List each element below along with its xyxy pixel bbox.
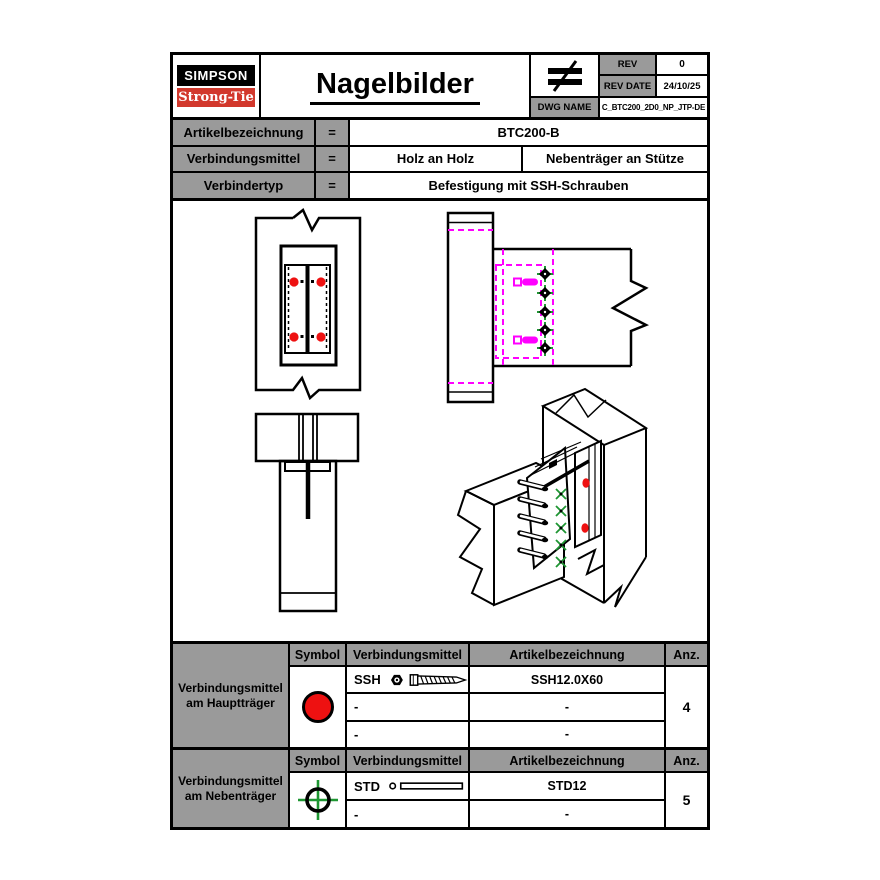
header-symbol: Symbol	[290, 750, 345, 771]
fastener-code: -	[354, 726, 359, 742]
drawing-isometric-view	[456, 387, 649, 608]
red-circle-symbol-icon	[301, 691, 334, 723]
fastener-code-cell: STD	[347, 773, 468, 799]
header-anzahl: Anz.	[666, 750, 707, 771]
secondary-quantity: 5	[666, 773, 707, 827]
main-fastener-symbol-cell	[290, 667, 345, 747]
secondary-table-row-label: Verbindungsmittel am Nebenträger	[173, 750, 288, 827]
page-title: Nagelbilder	[310, 68, 480, 105]
drawing-area	[173, 201, 707, 641]
not-equal-icon	[531, 55, 598, 96]
main-beam-fastener-table: Verbindungsmittel am Hauptträger Symbol …	[173, 644, 707, 747]
dwg-name-value: C_BTC200_2D0_NP_JTP-DE	[600, 98, 707, 117]
header-anzahl: Anz.	[666, 644, 707, 665]
fastener-code: SSH	[354, 672, 381, 688]
crosshair-symbol-icon	[297, 780, 338, 820]
main-quantity: 4	[666, 667, 707, 747]
article-cell: -	[470, 801, 664, 827]
header-artikelbezeichnung: Artikelbezeichnung	[470, 750, 664, 771]
rev-value: 0	[657, 55, 707, 74]
info-table: Artikelbezeichnung = BTC200-B Verbindung…	[173, 120, 707, 198]
header-artikelbezeichnung: Artikelbezeichnung	[470, 644, 664, 665]
fastener-code-cell: -	[347, 721, 468, 747]
equals-sign: =	[316, 146, 348, 172]
ssh-screw-icon	[390, 673, 468, 686]
fastener-code: -	[354, 699, 359, 715]
equals-sign: =	[316, 173, 348, 198]
info-value-befestigung: Befestigung mit SSH-Schrauben	[350, 173, 707, 198]
info-label-verbindungsmittel: Verbindungsmittel	[173, 146, 314, 172]
logo-strongtie: Strong-Tie	[177, 88, 255, 107]
drawing-side-view	[446, 211, 650, 404]
title-cell: Nagelbilder	[261, 55, 529, 117]
article-cell: -	[470, 694, 664, 720]
header-symbol: Symbol	[290, 644, 345, 665]
std-dowel-icon	[389, 782, 464, 790]
fastener-code-cell: SSH	[347, 667, 468, 693]
rev-date-label: REV DATE	[600, 76, 655, 96]
equals-sign: =	[316, 120, 348, 145]
info-value-holz-an-holz: Holz an Holz	[350, 146, 521, 172]
header-verbindungsmittel: Verbindungsmittel	[347, 750, 468, 771]
fastener-code: STD	[354, 778, 380, 794]
title-block: SIMPSON Strong-Tie Nagelbilder REV 0 REV…	[173, 55, 707, 117]
article-cell: STD12	[470, 773, 664, 799]
info-value-nebentraeger-an-stuetze: Nebenträger an Stütze	[523, 146, 707, 172]
simpson-strongtie-logo: SIMPSON Strong-Tie	[173, 55, 259, 117]
info-label-verbindertyp: Verbindertyp	[173, 173, 314, 198]
main-table-row-label: Verbindungsmittel am Hauptträger	[173, 644, 288, 747]
article-cell: -	[470, 721, 664, 747]
drawing-sheet: SIMPSON Strong-Tie Nagelbilder REV 0 REV…	[170, 52, 710, 830]
secondary-beam-fastener-table: Verbindungsmittel am Nebenträger Symbol …	[173, 750, 707, 827]
article-cell: SSH12.0X60	[470, 667, 664, 693]
logo-simpson: SIMPSON	[177, 65, 255, 86]
secondary-fastener-symbol-cell	[290, 773, 345, 827]
drawing-front-view	[254, 208, 362, 401]
fastener-code-cell: -	[347, 694, 468, 720]
drawing-top-view	[254, 412, 360, 613]
header-verbindungsmittel: Verbindungsmittel	[347, 644, 468, 665]
fastener-code-cell: -	[347, 801, 468, 827]
dwg-name-label: DWG NAME	[531, 98, 598, 117]
info-label-artikelbezeichnung: Artikelbezeichnung	[173, 120, 314, 145]
fastener-code: -	[354, 806, 359, 822]
rev-label: REV	[600, 55, 655, 74]
info-value-article: BTC200-B	[350, 120, 707, 145]
rev-date-value: 24/10/25	[657, 76, 707, 96]
